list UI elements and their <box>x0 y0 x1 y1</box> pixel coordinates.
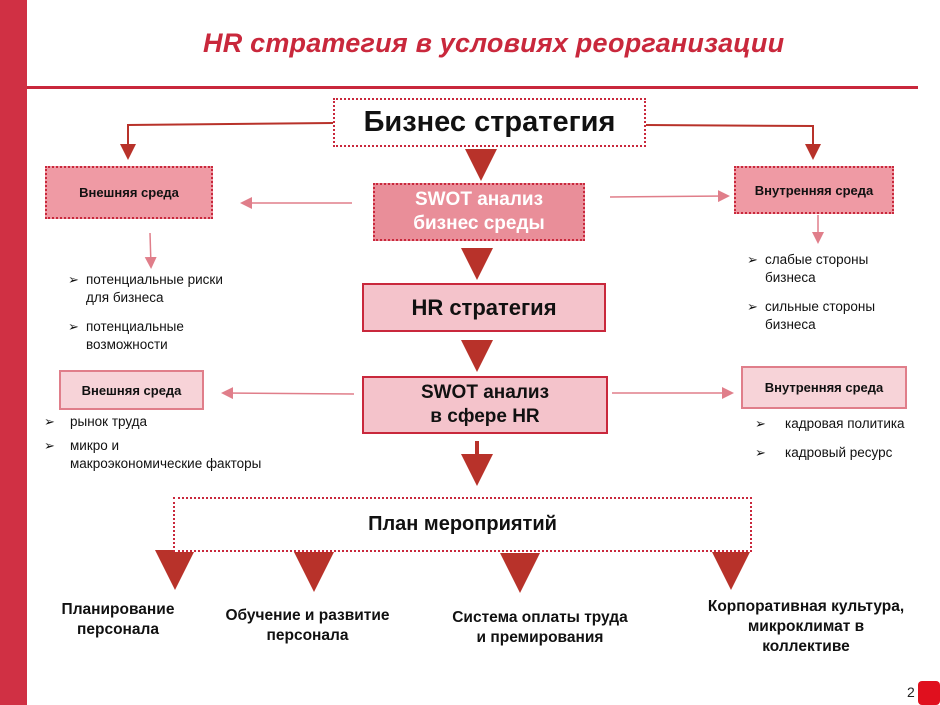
external-hr-bullets: ➢рынок труда ➢микро и макроэкономические… <box>44 413 304 484</box>
business-strategy-box: Бизнес стратегия <box>333 98 646 147</box>
swot-to-internal-arrow <box>609 190 730 203</box>
internal-bullets: ➢слабые стороны бизнеса ➢сильные стороны… <box>747 251 927 345</box>
internal-environment-box: Внутренняя среда <box>734 166 894 214</box>
title-underline <box>27 86 918 89</box>
slide-title: HR стратегия в условиях реорганизации <box>203 28 785 58</box>
arrow-bullet-icon: ➢ <box>68 272 79 287</box>
down-arrow-icon <box>500 553 540 593</box>
down-arrow-icon <box>294 552 334 592</box>
list-item: ➢микро и макроэкономические факторы <box>44 438 262 471</box>
external-down-arrow <box>144 232 157 269</box>
outcome-planning: Планирование персонала <box>61 601 175 638</box>
arrow-bullet-icon: ➢ <box>755 445 766 460</box>
left-accent-bar <box>0 0 27 705</box>
corner-decoration <box>918 681 940 705</box>
external-environment-hr-box: Внешняя среда <box>59 370 204 410</box>
down-arrow-icon <box>711 550 751 590</box>
swot-hr-box: SWOT анализ в сфере HR <box>362 376 608 434</box>
arrow-bullet-icon: ➢ <box>755 416 766 431</box>
outcome-compensation: Система оплаты труда и премирования <box>452 609 628 646</box>
arrow-bullet-icon: ➢ <box>747 299 758 314</box>
list-item: ➢сильные стороны бизнеса <box>747 299 876 332</box>
arrow-bullet-icon: ➢ <box>44 414 55 429</box>
outcome-culture: Корпоративная культура, микроклимат в ко… <box>707 598 905 655</box>
page-number: 2 <box>907 684 915 700</box>
hr-strategy-box: HR стратегия <box>362 283 606 332</box>
list-item: ➢кадровый ресурс <box>755 445 893 460</box>
arrow-bullet-icon: ➢ <box>68 319 79 334</box>
external-bullets: ➢потенциальные риски для бизнеса ➢потенц… <box>68 271 288 365</box>
arrow-bullet-icon: ➢ <box>747 252 758 267</box>
internal-hr-bullets: ➢кадровая политика ➢кадровый ресурс <box>755 415 940 473</box>
list-item: ➢потенциальные риски для бизнеса <box>68 272 223 305</box>
swot-business-box: SWOT анализ бизнес среды <box>373 183 585 241</box>
down-arrow-icon <box>155 550 195 590</box>
swot-hr-to-external-arrow <box>221 387 355 400</box>
list-item: ➢потенциальные возможности <box>68 319 184 352</box>
list-item: ➢слабые стороны бизнеса <box>747 252 869 285</box>
action-plan-box: План мероприятий <box>173 497 752 552</box>
business-to-external-connector <box>120 122 334 160</box>
list-item: ➢кадровая политика <box>755 416 905 431</box>
business-to-internal-connector <box>644 124 821 160</box>
arrow-bullet-icon: ➢ <box>44 438 55 453</box>
external-environment-box: Внешняя среда <box>45 166 213 219</box>
outcome-training: Обучение и развитие персонала <box>225 607 390 644</box>
internal-environment-hr-box: Внутренняя среда <box>741 366 907 409</box>
list-item: ➢рынок труда <box>44 414 148 429</box>
